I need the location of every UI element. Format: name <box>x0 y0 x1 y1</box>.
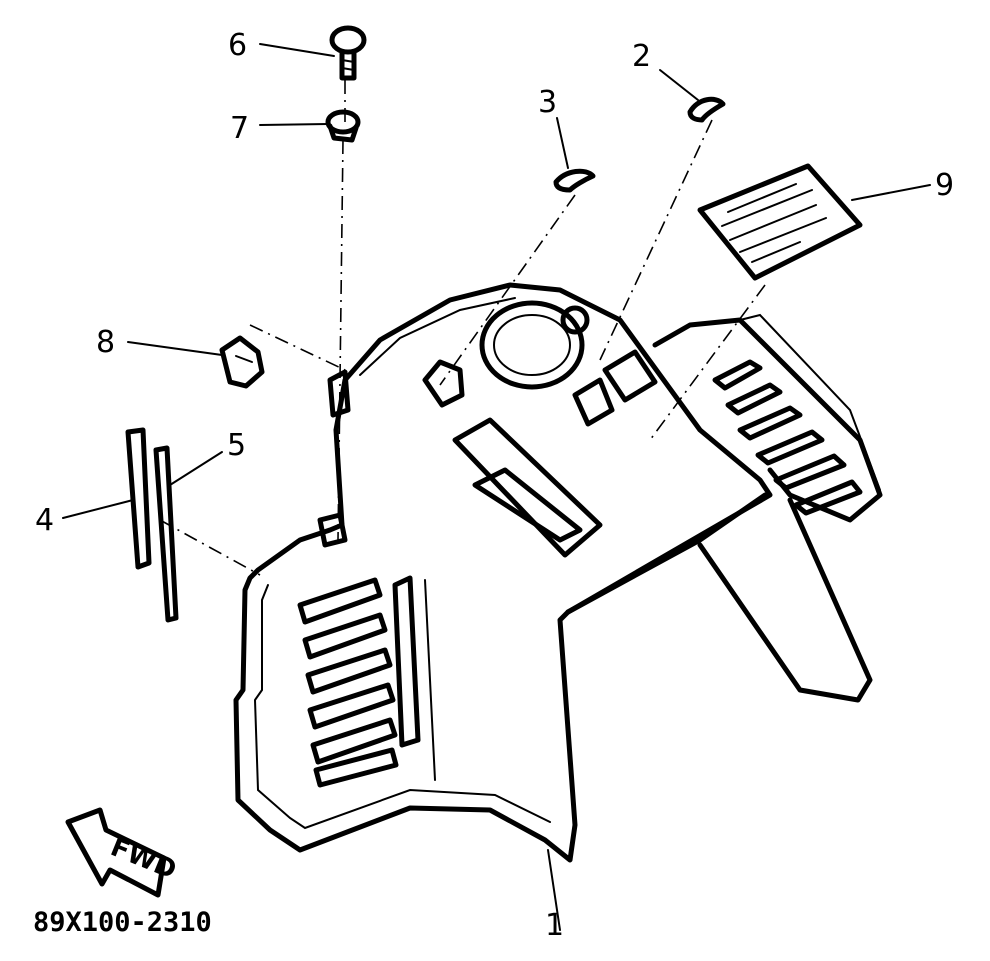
callout-2: 2 <box>632 39 651 74</box>
fwd-label: FWD <box>106 832 180 885</box>
part-6-screw <box>329 25 367 81</box>
part-8-clip <box>219 335 265 389</box>
part-3-grommet <box>553 168 596 193</box>
callout-9: 9 <box>935 168 954 203</box>
callout-3: 3 <box>538 85 557 120</box>
drawing-code: 89X100-2310 <box>33 907 212 938</box>
callout-labels: 1 2 3 4 5 6 7 8 9 <box>35 28 954 943</box>
part-1-engine-cover <box>233 282 883 863</box>
callout-4: 4 <box>35 503 54 538</box>
fwd-direction-arrow: FWD <box>65 807 181 898</box>
callout-7: 7 <box>230 111 249 146</box>
part-4-strip <box>125 427 152 570</box>
part-9-label-decal <box>697 163 863 281</box>
callout-5: 5 <box>227 428 246 463</box>
part-7-plug <box>325 109 361 143</box>
callout-6: 6 <box>228 28 247 63</box>
callout-8: 8 <box>96 325 115 360</box>
part-2-grommet <box>687 96 726 123</box>
leader-lines <box>62 43 931 931</box>
part-5-strip <box>153 445 179 623</box>
callout-1: 1 <box>545 908 564 943</box>
